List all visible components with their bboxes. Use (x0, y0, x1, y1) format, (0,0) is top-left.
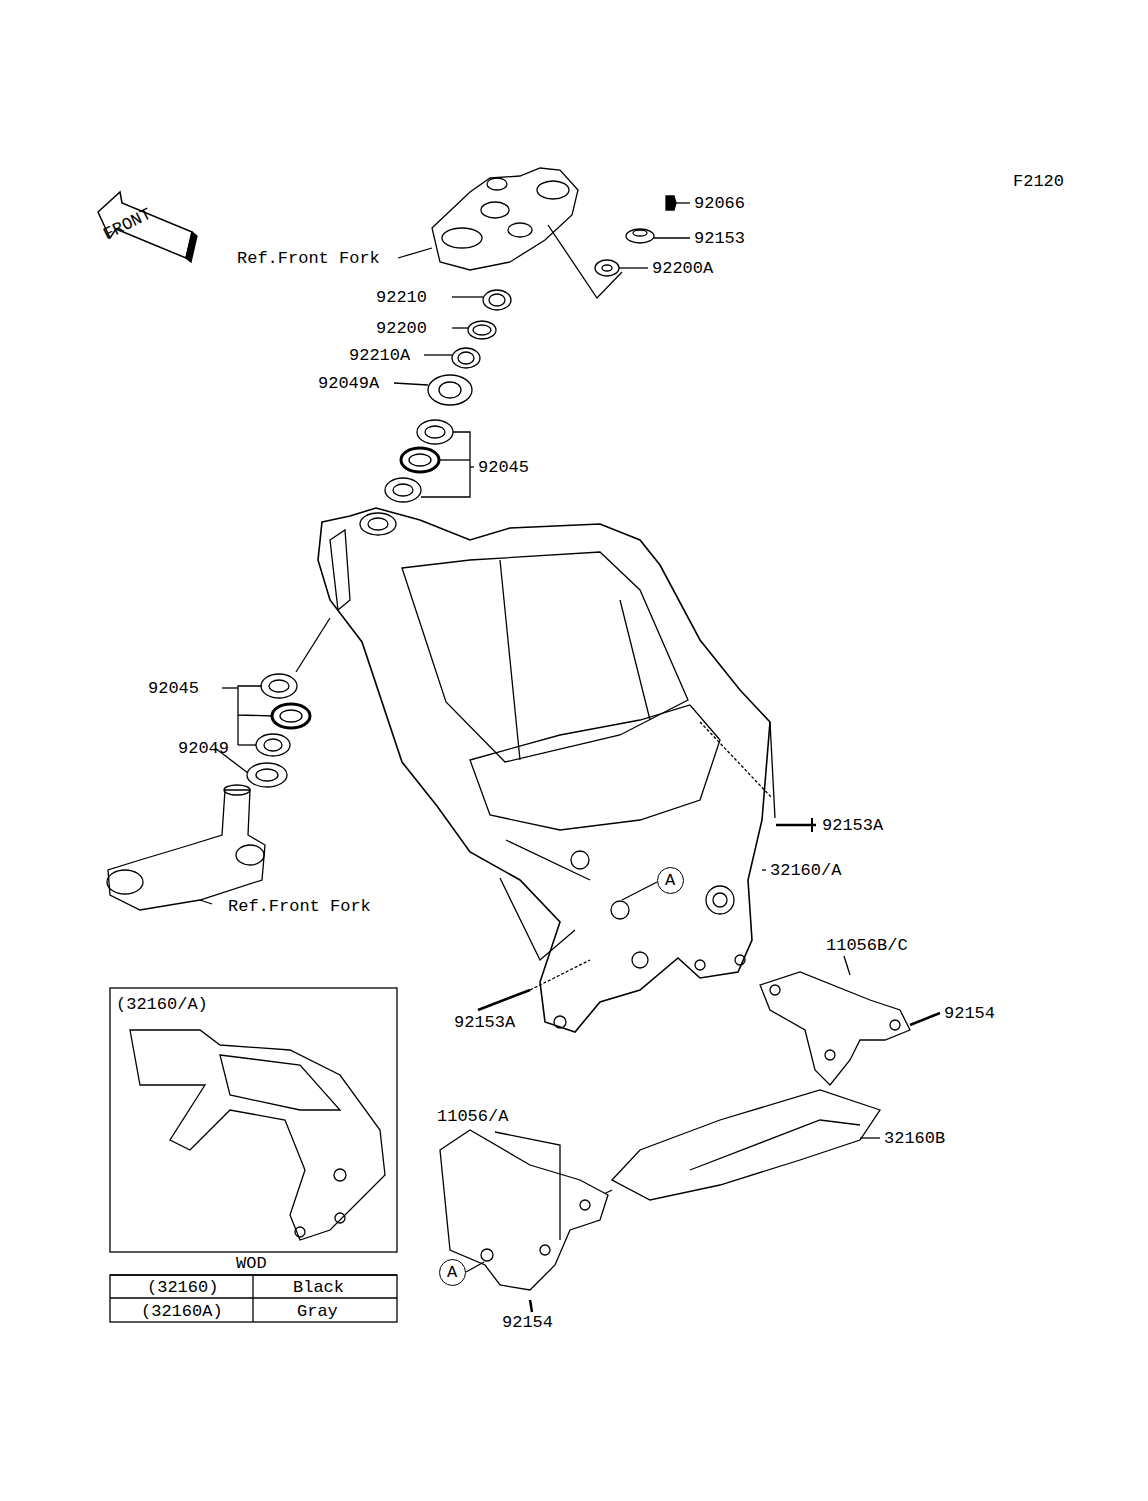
part-number: 32160/A (770, 862, 841, 879)
part-number: 92049A (318, 375, 379, 392)
part-number: 92066 (694, 195, 745, 212)
reference-note: Ref.Front Fork (228, 898, 371, 915)
table-cell: (32160) (147, 1279, 218, 1296)
part-number: 92045 (478, 459, 529, 476)
part-number: 11056B/C (826, 937, 908, 954)
inset-heading: (32160/A) (116, 996, 391, 1013)
figure-code: F2120 (1013, 173, 1064, 190)
inset-panel: (32160/A) (110, 988, 397, 1252)
part-number: 32160B (884, 1130, 945, 1147)
reference-note: Ref.Front Fork (237, 250, 380, 267)
reference-letter: A (447, 1264, 457, 1281)
reference-circle: A (657, 867, 684, 894)
part-number: 92153A (822, 817, 883, 834)
part-number: 92200 (376, 320, 427, 337)
table-cell: Black (293, 1279, 344, 1296)
table-cell: Gray (297, 1303, 338, 1320)
part-number: 92045 (148, 680, 199, 697)
table-cell: WOD (236, 1255, 267, 1272)
reference-letter: A (665, 872, 675, 889)
part-number: 92153A (454, 1014, 515, 1031)
part-number: 92049 (178, 740, 229, 757)
part-number: 92154 (944, 1005, 995, 1022)
part-number: 92200A (652, 260, 713, 277)
part-number: 92210 (376, 289, 427, 306)
part-number: 92154 (502, 1314, 553, 1331)
table-cell: (32160A) (141, 1303, 223, 1320)
part-number: 92153 (694, 230, 745, 247)
part-number: 92210A (349, 347, 410, 364)
reference-circle: A (439, 1259, 466, 1286)
part-number: 11056/A (437, 1108, 508, 1125)
